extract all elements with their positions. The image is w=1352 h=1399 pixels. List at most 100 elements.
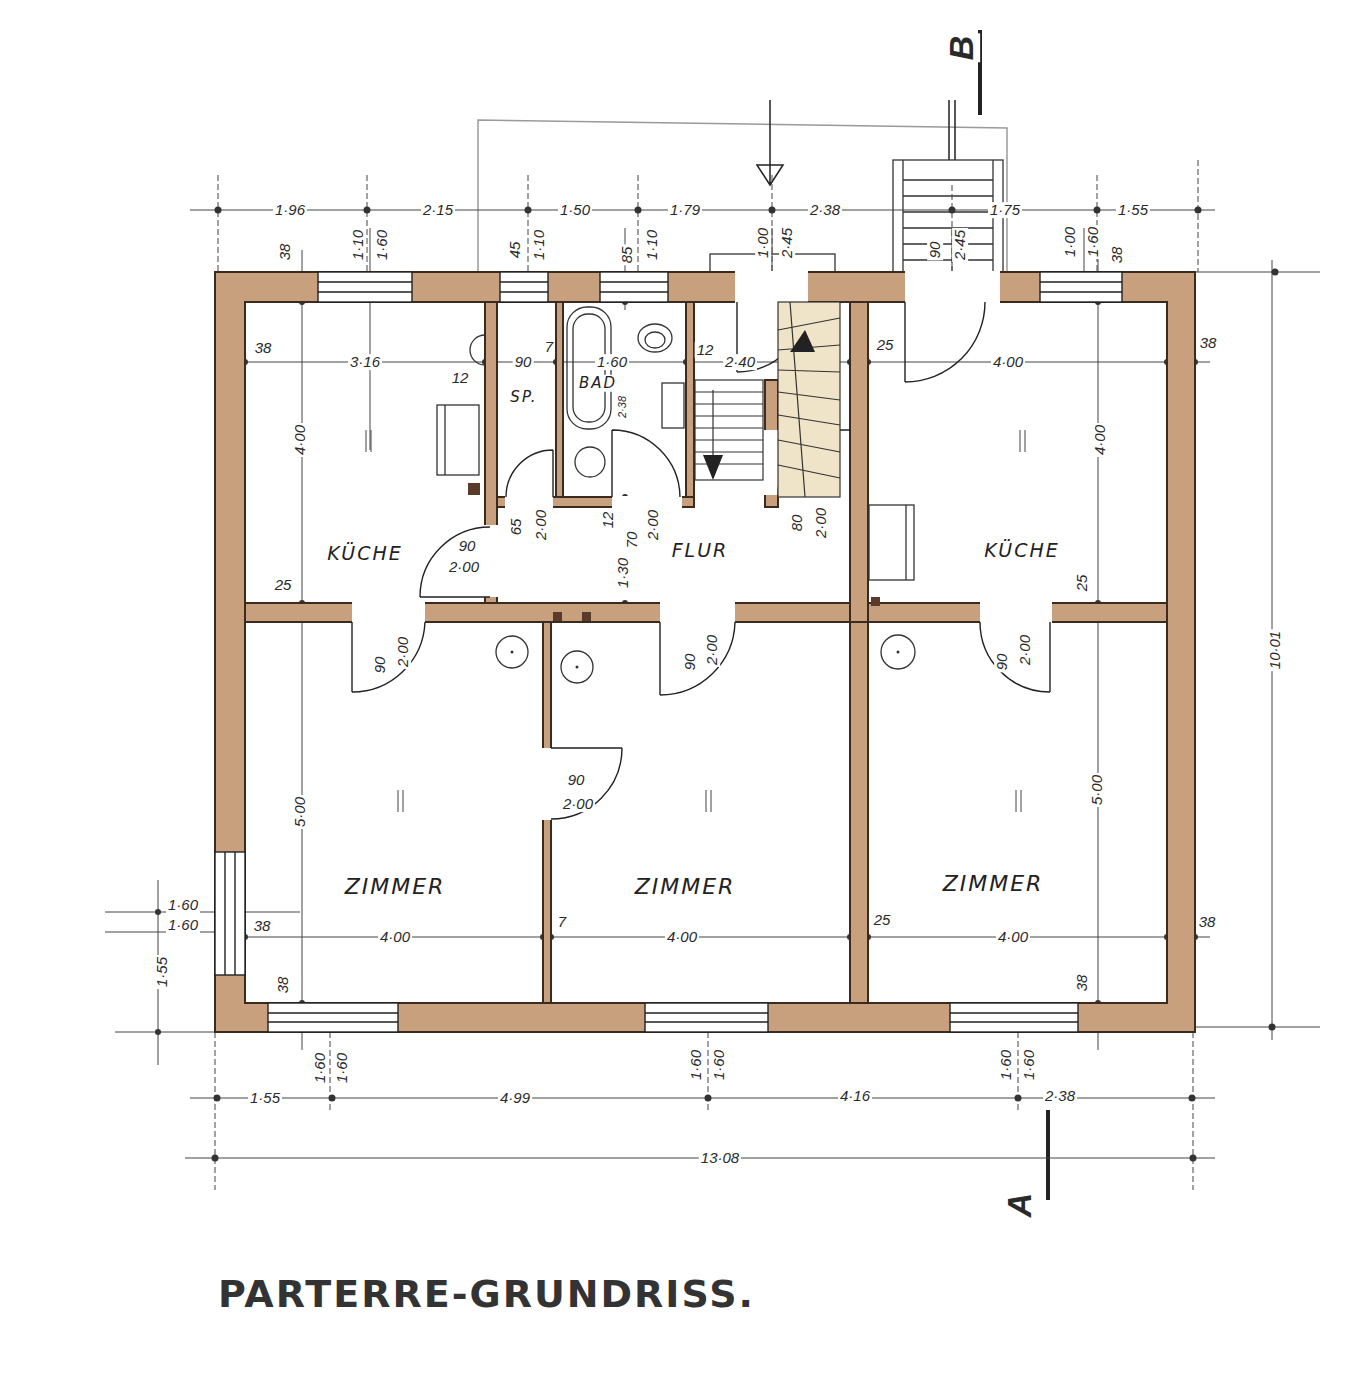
dimension-label: 38 — [1074, 973, 1090, 994]
dimension-label: 7 — [543, 339, 555, 355]
fixtures — [437, 307, 915, 683]
dimension-label: 38 — [1197, 914, 1218, 930]
pencil-sketch — [478, 120, 1007, 272]
dimension-label: 90 — [372, 655, 388, 676]
dimension-label: 1·10 — [350, 228, 366, 262]
dimension-label: 2·38 — [617, 394, 629, 420]
dimension-label: 2·00 — [447, 559, 481, 575]
room-name: KÜCHE — [982, 540, 1062, 561]
room-name: SP. — [508, 389, 539, 406]
dimension-label: 90 — [566, 772, 587, 788]
dimension-label: 1·50 — [558, 202, 592, 218]
dimension-label: 1·00 — [755, 226, 771, 260]
room: SP. — [497, 302, 556, 497]
dimension-label: 65 — [508, 517, 524, 538]
dimension-label: 70 — [624, 530, 640, 551]
dimension-label: 90 — [457, 538, 478, 554]
dimension-label: 1·60 — [334, 1051, 350, 1085]
room-name: KÜCHE — [325, 543, 405, 564]
dimension-label: 5·00 — [292, 795, 308, 829]
dimension-label: 2·40 — [723, 354, 757, 370]
dimension-label: 90 — [994, 652, 1010, 673]
dimension-label: 4·00 — [991, 354, 1025, 370]
dimension-label: 1·60 — [374, 228, 390, 262]
dimension-label: 12 — [695, 342, 716, 358]
dimension-label: 45 — [507, 240, 523, 261]
dimension-label: 1·00 — [1062, 225, 1078, 259]
dimension-label: 4·99 — [498, 1090, 532, 1106]
section-letter: A — [1002, 1191, 1038, 1220]
dimension-label: 10·01 — [1267, 629, 1283, 671]
dimension-label: 1·55 — [248, 1090, 282, 1106]
dimension-label: 25 — [872, 912, 893, 928]
dimension-label: 2·00 — [704, 633, 720, 667]
dimension-label: 1·60 — [166, 917, 200, 933]
room: ZIMMER — [868, 622, 1167, 1003]
dimension-label: 13·08 — [699, 1150, 741, 1166]
dimension-label: 38 — [277, 242, 293, 263]
chimneys — [468, 483, 880, 621]
inner-stairs — [695, 302, 840, 497]
dimension-label: 4·00 — [292, 423, 308, 457]
dimension-label: 5·00 — [1089, 773, 1105, 807]
stair-arrow — [703, 455, 723, 480]
dimension-label: 12 — [600, 510, 616, 531]
dimension-label: 1·55 — [1116, 202, 1150, 218]
dimension-label: 38 — [1109, 245, 1125, 266]
dimension-label: 2·38 — [1043, 1088, 1077, 1104]
dimension-label: 1·60 — [1085, 225, 1101, 259]
dimension-label: 1·60 — [312, 1051, 328, 1085]
section-letter: B — [944, 34, 980, 63]
room: KÜCHE — [245, 302, 485, 603]
dimension-label: 38 — [1198, 335, 1219, 351]
dimension-label: 1·10 — [531, 228, 547, 262]
dimension-label: 4·00 — [996, 929, 1030, 945]
dimension-label: 1·60 — [1021, 1048, 1037, 1082]
dimension-label: 1·60 — [595, 354, 629, 370]
dimension-label: 2·00 — [561, 796, 595, 812]
section-line — [1046, 1110, 1050, 1200]
dimension-label: 25 — [875, 337, 896, 353]
dimension-label: 4·00 — [1092, 423, 1108, 457]
dimension-label: 1·96 — [273, 202, 307, 218]
dimension-label: 1·79 — [668, 202, 702, 218]
dimension-label: 2·15 — [421, 202, 455, 218]
centre-marks — [366, 430, 1025, 812]
dimension-label: 1·75 — [988, 202, 1022, 218]
dimension-label: 38 — [253, 340, 274, 356]
dimension-label: 1·60 — [711, 1048, 727, 1082]
room-name: ZIMMER — [343, 875, 448, 899]
dimension-label: 2·45 — [779, 226, 795, 260]
dimension-label: 2·45 — [952, 228, 968, 262]
room: ZIMMER — [551, 622, 850, 1003]
door-openings — [352, 271, 1052, 820]
dimension-label: 2·00 — [813, 506, 829, 540]
room-name: FLUR — [670, 540, 731, 561]
dimension-label: 1·30 — [615, 556, 631, 590]
door-swings — [352, 302, 1050, 819]
dimension-label: 38 — [275, 975, 291, 996]
dimension-label: 7 — [556, 914, 568, 930]
walls — [215, 272, 1195, 1032]
room: ZIMMER — [245, 622, 543, 1003]
dimension-label: 2·00 — [645, 508, 661, 542]
dimension-label: 12 — [450, 370, 471, 386]
room-name: ZIMMER — [941, 872, 1046, 896]
dimension-dots — [155, 207, 1279, 1162]
dimension-label: 1·60 — [166, 897, 200, 913]
dimension-label: 80 — [789, 513, 805, 534]
dimension-label: 1·10 — [644, 228, 660, 262]
dimension-label: 4·00 — [665, 929, 699, 945]
entry-arrow — [757, 100, 783, 185]
dimension-label: 38 — [252, 918, 273, 934]
dimension-label: 25 — [1074, 573, 1090, 594]
room-name: BAD — [577, 375, 619, 392]
plan-title: PARTERRE-GRUNDRISS. — [218, 1272, 755, 1316]
outside-stair — [893, 160, 1003, 272]
dimension-label: 90 — [513, 354, 534, 370]
dimension-label: 4·16 — [838, 1088, 872, 1104]
dimension-label: 1·60 — [998, 1048, 1014, 1082]
stair-arrow — [790, 330, 815, 352]
